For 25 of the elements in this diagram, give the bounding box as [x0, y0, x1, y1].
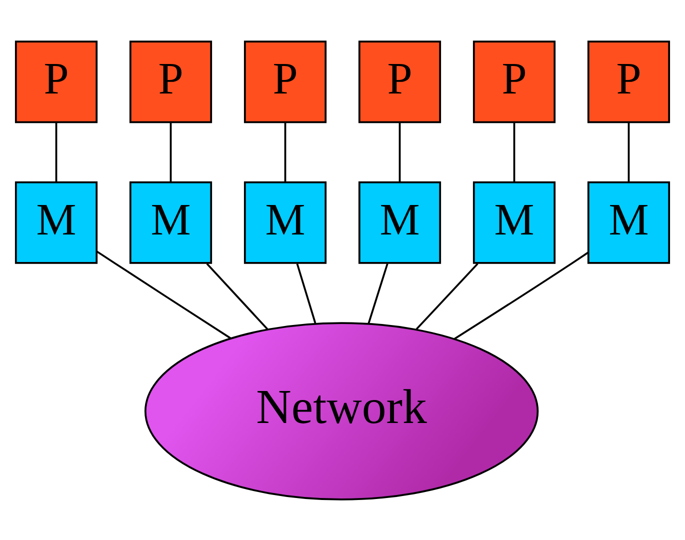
- node-box: P: [244, 40, 327, 123]
- node-box: P: [129, 40, 212, 123]
- connector: [454, 251, 589, 340]
- connector: [398, 122, 401, 182]
- connector: [284, 122, 286, 182]
- node-box: M: [14, 180, 98, 264]
- connector: [628, 122, 630, 182]
- node-box: P: [472, 40, 556, 123]
- connector: [416, 262, 478, 330]
- node-box: P: [587, 40, 670, 123]
- connector: [55, 122, 58, 182]
- node-box: P: [14, 40, 98, 123]
- connector: [513, 122, 516, 182]
- connector: [368, 262, 388, 324]
- node-box: M: [358, 180, 442, 264]
- connector: [96, 250, 231, 338]
- connector: [170, 122, 172, 182]
- node-box: M: [587, 180, 670, 264]
- node-box: P: [358, 40, 442, 123]
- connector: [206, 262, 268, 330]
- node-box: M: [244, 180, 327, 264]
- connector: [296, 262, 316, 323]
- node-box: M: [472, 180, 556, 264]
- node-box: M: [129, 180, 212, 264]
- node-ellipse: Network: [144, 322, 539, 500]
